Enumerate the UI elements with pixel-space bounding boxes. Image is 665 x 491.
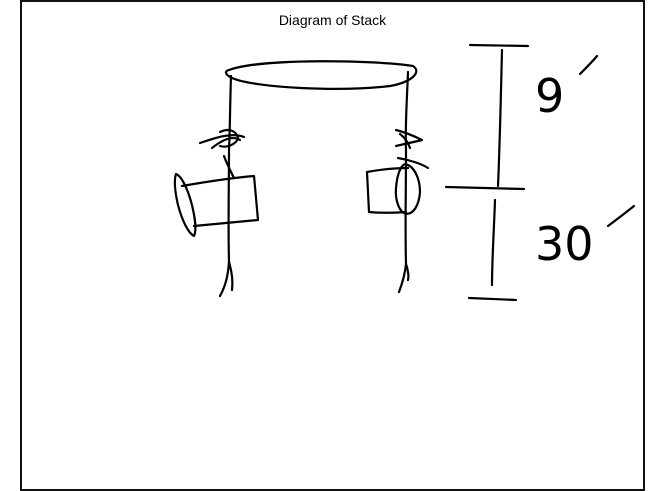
frame-border-top: [20, 0, 645, 2]
diagram-title: Diagram of Stack: [278, 12, 387, 28]
frame-border-right: [643, 0, 645, 491]
right-leg-foot: [404, 262, 410, 282]
stack-top-ellipse: [224, 60, 418, 90]
right-joint: [394, 128, 430, 170]
left-leg: [218, 74, 233, 298]
dimension-upper-line: [496, 48, 504, 188]
height-label-9: 9: [535, 69, 564, 123]
left-joint: [198, 128, 246, 180]
left-cylinder-body: [180, 174, 260, 228]
left-leg-foot: [227, 260, 234, 292]
prime-mark-30: [606, 204, 636, 228]
prime-mark-9: [578, 54, 599, 76]
height-label-30: 30: [535, 217, 594, 271]
left-cylinder-end: [173, 172, 197, 238]
dimension-lower-line: [490, 198, 497, 287]
frame-border-left: [20, 0, 22, 491]
right-cylinder-end: [394, 162, 422, 216]
right-leg: [397, 70, 410, 294]
dimension-bottom-cap: [467, 296, 518, 302]
dimension-middle-cap: [444, 185, 526, 191]
frame-border-bottom: [20, 489, 645, 491]
dimension-top-cap: [468, 43, 530, 48]
right-cylinder-body: [365, 166, 410, 214]
